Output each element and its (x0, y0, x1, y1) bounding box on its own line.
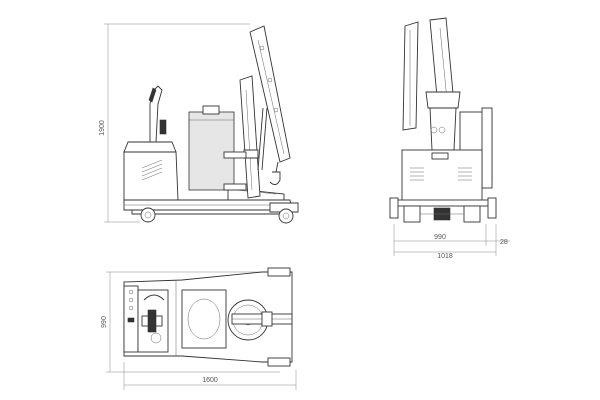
hydraulic-cylinder (257, 107, 268, 171)
rear-wheel (140, 207, 156, 223)
body-vent-grille (141, 159, 163, 181)
top-width-label: 990 (101, 316, 108, 328)
side-height-dimension: 1900 (99, 23, 250, 223)
crane-mast (223, 75, 261, 199)
side-height-label: 1900 (99, 120, 106, 136)
side-view: 1900 (99, 23, 299, 224)
top-boom (231, 311, 293, 327)
crane-boom (249, 25, 291, 163)
top-view: 990 1600 (101, 267, 297, 390)
top-control-panel (123, 285, 139, 353)
control-body (123, 141, 179, 201)
tiller-handle (148, 85, 167, 143)
front-offset-label: 28 (500, 239, 508, 246)
front-boom (402, 17, 455, 131)
top-front-wheel-lower (267, 357, 291, 367)
battery-box (188, 105, 235, 191)
front-base (389, 197, 497, 223)
top-battery (181, 289, 227, 349)
top-length-dimension: 1600 (123, 362, 297, 390)
top-width-dimension: 990 (101, 271, 280, 373)
lifting-hook (269, 161, 281, 185)
front-mast-assembly (425, 91, 461, 151)
top-front-wheel-upper (267, 267, 291, 277)
front-vent-left (410, 167, 424, 181)
front-dimensions: 990 28 1018 (393, 224, 510, 260)
front-wheel (269, 202, 299, 224)
front-width-inner-label: 990 (434, 234, 446, 241)
front-width-total-label: 1018 (437, 253, 453, 260)
top-tiller (137, 289, 169, 353)
front-vent-right (458, 167, 472, 181)
front-body (401, 149, 483, 203)
front-view: 990 28 1018 (389, 17, 510, 260)
top-length-label: 1600 (202, 377, 218, 384)
